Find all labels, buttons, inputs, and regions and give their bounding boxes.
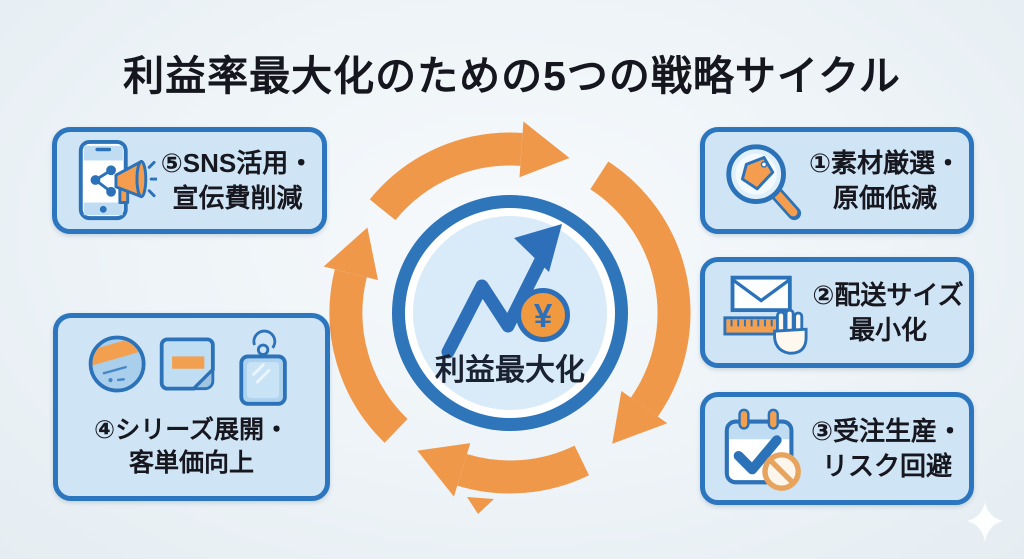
cycle-arrowhead-top [519,121,570,178]
cycle-arrowhead-right [612,391,668,444]
sparkle-icon [967,502,1003,542]
strategy-card-1-text: ①素材厳選・ 原価低減 [805,146,969,215]
cycle-arrowhead-bottom [417,443,471,497]
strategy-card-3-text: ③受注生産・ リスク回避 [809,414,969,483]
cycle-tail [467,497,494,514]
strategy-card-5-line2: 宣伝費削減 [172,182,303,213]
strategy-card-3-line1: ③受注生産・ [810,416,963,447]
cycle-arrowhead-left [323,227,378,281]
strategy-card-1: ①素材厳選・ 原価低減 [700,127,974,234]
growth-arrow-icon [441,224,562,359]
strategy-card-5-line1: ⑤SNS活用・ [160,148,315,179]
strategy-card-5-text: ⑤SNS活用・ 宣伝費削減 [157,146,322,215]
strategy-card-2-text: ②配送サイズ 最小化 [811,278,969,347]
magnifier-tag-icon [719,138,805,224]
strategy-card-4: ④シリーズ展開・ 客単価向上 [53,313,330,501]
strategy-card-2: ②配送サイズ 最小化 [700,257,974,368]
strategy-card-4-line1: ④シリーズ展開・ [94,416,289,444]
center-label: 利益最大化 [435,354,585,387]
strategy-card-5: ⑤SNS活用・ 宣伝費削減 [52,127,327,234]
strategy-card-1-line1: ①素材厳選・ [808,148,961,179]
strategy-card-2-line2: 最小化 [848,314,927,345]
cycle-arrows [323,121,691,514]
merch-series-icon [83,320,301,408]
yen-symbol: ¥ [534,297,553,334]
strategy-card-3: ③受注生産・ リスク回避 [700,392,974,505]
phone-megaphone-icon [71,138,159,224]
calendar-check-ban-icon [719,404,809,494]
strategy-card-4-text: ④シリーズ展開・ 客単価向上 [58,414,325,496]
strategy-card-1-line2: 原価低減 [832,182,937,213]
strategy-card-4-line2: 客単価向上 [128,449,254,477]
envelope-ruler-icon [719,270,811,356]
yen-coin-icon: ¥ [516,288,570,342]
strategy-card-2-line1: ②配送サイズ [812,280,964,311]
page-title: 利益率最大化のための5つの戦略サイクル [123,53,901,99]
strategy-card-3-line2: リスク回避 [821,450,952,481]
